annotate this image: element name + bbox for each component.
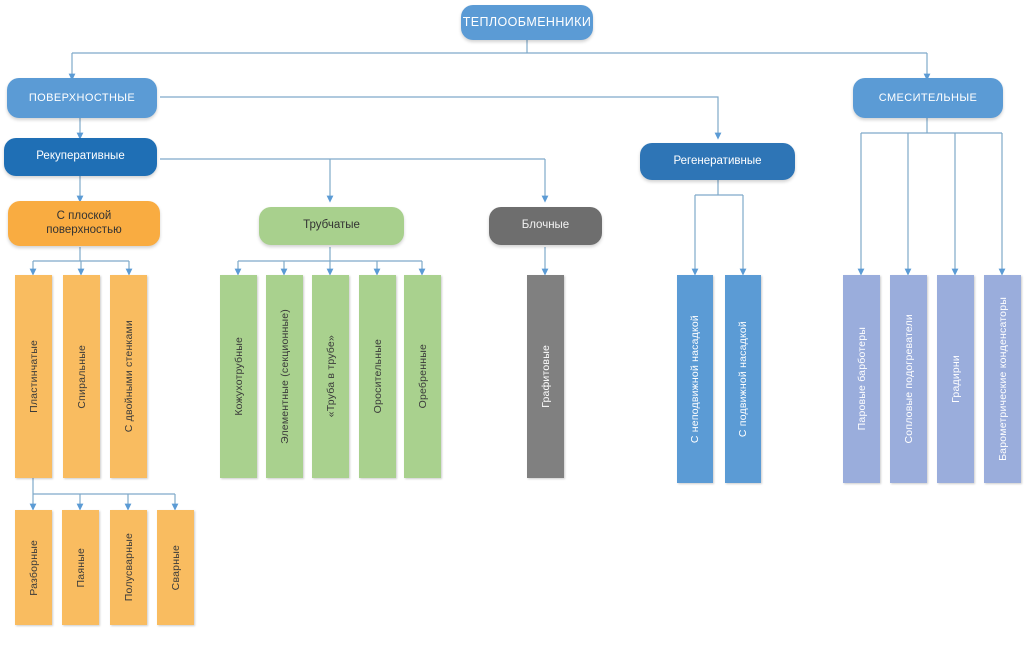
leaf-bar[interactable]: «Труба в трубе» bbox=[312, 275, 349, 478]
node-regenerative[interactable]: Регенеративные bbox=[640, 143, 795, 180]
leaf-label: Градирни bbox=[949, 355, 962, 403]
leaf-bar[interactable]: Сопловые подогреватели bbox=[890, 275, 927, 483]
node-flat-surface-label: С плоской поверхностью bbox=[46, 210, 122, 236]
leaf-label: Паяные bbox=[74, 547, 87, 588]
leaf-label: Кожухотрубные bbox=[232, 337, 245, 416]
leaf-bar[interactable]: Сварные bbox=[157, 510, 194, 625]
leaf-label: Полусварные bbox=[122, 533, 135, 602]
leaf-label: Оросительные bbox=[371, 339, 384, 414]
leaf-bar[interactable]: С неподвижной насадкой bbox=[677, 275, 713, 483]
node-recuperative-label: Рекуперативные bbox=[36, 150, 125, 163]
node-tubular-label: Трубчатые bbox=[303, 219, 360, 232]
leaf-bar[interactable]: Полусварные bbox=[110, 510, 147, 625]
leaf-label: Спиральные bbox=[75, 344, 88, 409]
node-tubular[interactable]: Трубчатые bbox=[259, 207, 404, 245]
leaf-label: Сопловые подогреватели bbox=[902, 314, 915, 444]
leaf-bar[interactable]: Пластинчатые bbox=[15, 275, 52, 478]
leaf-label: Сварные bbox=[169, 544, 182, 591]
leaf-label: Барометрические конденсаторы bbox=[996, 297, 1009, 461]
leaf-bar[interactable]: Оросительные bbox=[359, 275, 396, 478]
leaf-bar[interactable]: Графитовые bbox=[527, 275, 564, 478]
node-mixing[interactable]: СМЕСИТЕЛЬНЫЕ bbox=[853, 78, 1003, 118]
leaf-bar[interactable]: Спиральные bbox=[63, 275, 100, 478]
node-root-label: ТЕПЛООБМЕННИКИ bbox=[462, 15, 592, 30]
leaf-label: Оребренные bbox=[416, 344, 429, 409]
node-surface[interactable]: ПОВЕРХНОСТНЫЕ bbox=[7, 78, 157, 118]
leaf-label: С неподвижной насадкой bbox=[689, 314, 701, 444]
leaf-bar[interactable]: С подвижной насадкой bbox=[725, 275, 761, 483]
node-surface-label: ПОВЕРХНОСТНЫЕ bbox=[28, 91, 136, 104]
leaf-label: Графитовые bbox=[539, 345, 552, 408]
leaf-bar[interactable]: Барометрические конденсаторы bbox=[984, 275, 1021, 483]
leaf-label: «Труба в трубе» bbox=[324, 335, 337, 418]
leaf-bar[interactable]: Оребренные bbox=[404, 275, 441, 478]
node-regenerative-label: Регенеративные bbox=[673, 154, 762, 167]
leaf-label: С двойными стенками bbox=[122, 320, 135, 433]
leaf-label: Элементные (секционные) bbox=[278, 309, 291, 444]
leaf-bar[interactable]: Кожухотрубные bbox=[220, 275, 257, 478]
leaf-bar[interactable]: Градирни bbox=[937, 275, 974, 483]
leaf-label: Разборные bbox=[27, 539, 40, 596]
leaf-bar[interactable]: Элементные (секционные) bbox=[266, 275, 303, 478]
node-root[interactable]: ТЕПЛООБМЕННИКИ bbox=[461, 5, 593, 40]
node-block[interactable]: Блочные bbox=[489, 207, 602, 245]
node-mixing-label: СМЕСИТЕЛЬНЫЕ bbox=[878, 91, 978, 104]
node-block-label: Блочные bbox=[521, 219, 570, 232]
leaf-bar[interactable]: Паровые барботеры bbox=[843, 275, 880, 483]
node-flat-surface[interactable]: С плоской поверхностью bbox=[8, 201, 160, 246]
leaf-bar[interactable]: С двойными стенками bbox=[110, 275, 147, 478]
leaf-bar[interactable]: Разборные bbox=[15, 510, 52, 625]
node-recuperative[interactable]: Рекуперативные bbox=[4, 138, 157, 176]
leaf-label: Паровые барботеры bbox=[855, 327, 868, 431]
leaf-label: Пластинчатые bbox=[27, 340, 40, 413]
leaf-label: С подвижной насадкой bbox=[737, 320, 749, 438]
leaf-bar[interactable]: Паяные bbox=[62, 510, 99, 625]
